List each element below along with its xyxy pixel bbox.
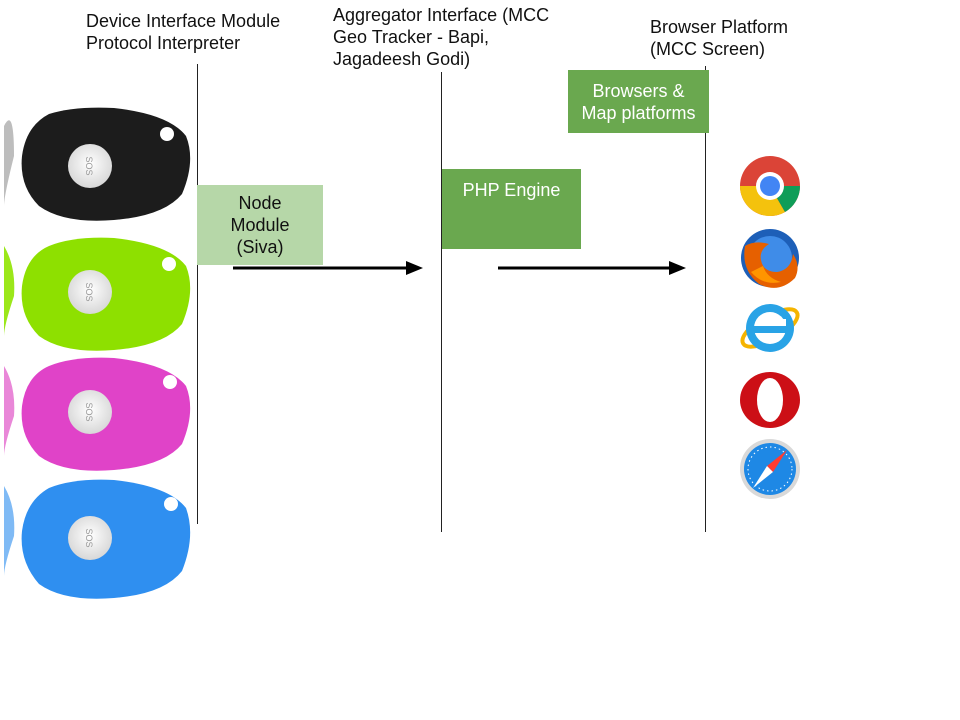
php-engine-box: PHP Engine (442, 169, 581, 249)
sos-label: SOS (84, 282, 94, 301)
aggregator-column-line (441, 72, 442, 532)
arrow-node-to-aggregator (233, 261, 423, 275)
tracker-device-pink: SOS (4, 357, 191, 471)
header-line: Protocol Interpreter (86, 33, 241, 53)
internet-explorer-icon (740, 304, 800, 352)
tracker-device-green: SOS (4, 237, 191, 351)
header-line: (MCC Screen) (650, 39, 766, 59)
box-line: Node (238, 193, 282, 213)
header-line: Aggregator Interface (MCC (333, 5, 550, 25)
aggregator-column-header: Aggregator Interface (MCC Geo Tracker - … (333, 4, 549, 70)
tracker-illustration: SOS SOS SOS SOS (4, 107, 191, 599)
box-line: Map platforms (581, 102, 696, 123)
sos-label: SOS (84, 402, 94, 421)
device-column-header: Device Interface Module Protocol Interpr… (86, 10, 280, 54)
gps-tracker-devices-image: SOS SOS SOS SOS (4, 66, 216, 624)
header-line: Geo Tracker - Bapi, (333, 27, 490, 47)
safari-icon (740, 439, 800, 499)
browser-column-header: Browser Platform (MCC Screen) (650, 16, 788, 60)
box-line: Browsers & (592, 80, 685, 101)
tracker-device-blue: SOS (4, 479, 191, 599)
opera-icon (740, 372, 800, 428)
browsers-map-platforms-box: Browsers & Map platforms (568, 70, 709, 133)
header-line: Browser Platform (650, 17, 789, 37)
box-line: (Siva) (236, 237, 284, 257)
header-line: Jagadeesh Godi) (333, 49, 471, 69)
browser-column-line (705, 66, 706, 532)
tracker-device-black: SOS (4, 107, 191, 221)
sos-label: SOS (84, 528, 94, 547)
header-line: Device Interface Module (86, 11, 281, 31)
arrow-aggregator-to-browser (498, 261, 686, 275)
box-line: PHP Engine (462, 180, 561, 200)
device-column-line (197, 64, 198, 524)
node-module-box: Node Module (Siva) (197, 185, 323, 265)
sos-label: SOS (84, 156, 94, 175)
box-line: Module (230, 215, 290, 235)
firefox-icon (741, 229, 799, 288)
chrome-icon (740, 156, 800, 217)
